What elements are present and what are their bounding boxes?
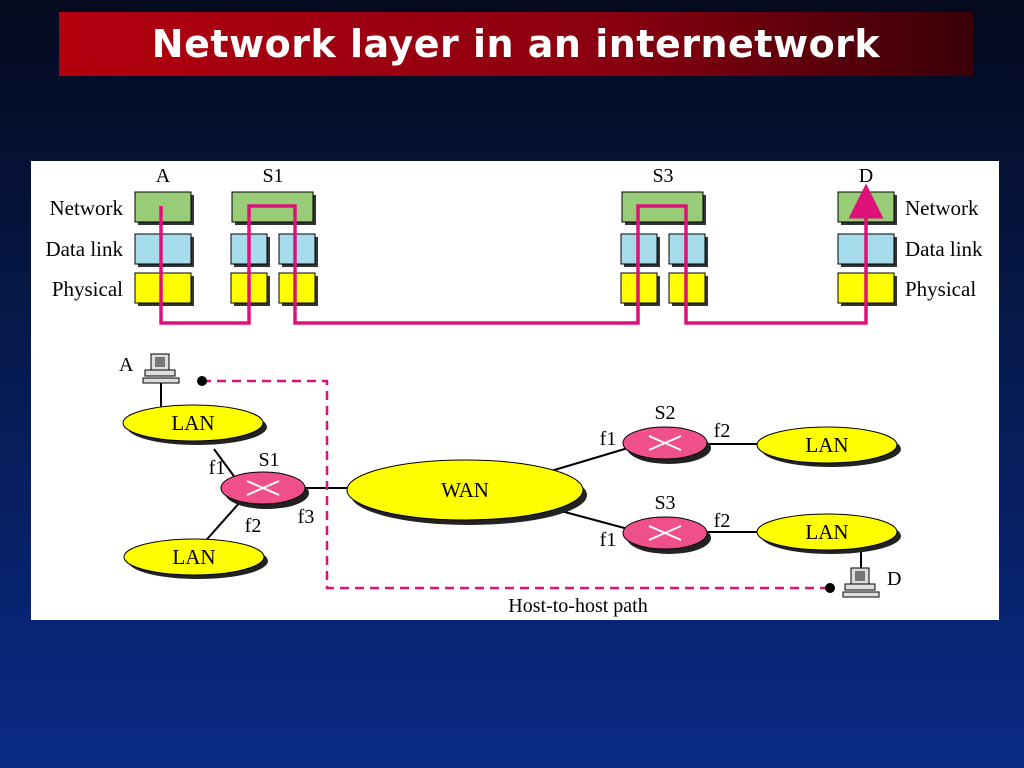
column-s1-label: S1 <box>262 165 283 187</box>
lan-top-left-label: LAN <box>171 411 214 435</box>
diagram-panel: A S1 S3 D Network Data link Physical Net… <box>31 161 999 620</box>
host-a-label: A <box>119 354 134 376</box>
s1-lan-top-link <box>213 448 237 480</box>
lan-right-top: LAN <box>756 426 901 467</box>
lan-bottom-left-label: LAN <box>172 545 215 569</box>
right-physical-label: Physical <box>905 277 976 301</box>
left-physical-label: Physical <box>52 277 123 301</box>
router-s3-label: S3 <box>654 492 675 514</box>
stack-d <box>837 191 897 306</box>
s1-lan-bottom-link <box>200 500 242 547</box>
host-to-host-path-label: Host-to-host path <box>508 595 647 617</box>
router-s2-icon <box>622 426 711 464</box>
router-s2-f2-label: f2 <box>714 420 731 442</box>
lan-right-top-label: LAN <box>805 433 848 457</box>
stack-a-datalink-box <box>134 233 192 265</box>
column-d-label: D <box>859 165 873 187</box>
column-s3-label: S3 <box>652 165 673 187</box>
left-network-label: Network <box>50 196 124 220</box>
layer-path <box>159 183 884 325</box>
stack-s1 <box>230 191 318 306</box>
router-s2-f1-label: f1 <box>600 428 617 450</box>
stack-a <box>134 191 194 306</box>
router-s3-f1-label: f1 <box>600 529 617 551</box>
host-d-computer-icon <box>842 567 880 598</box>
router-s3-icon <box>622 516 711 554</box>
wan-s2-link <box>550 447 629 472</box>
router-s1-f1-label: f1 <box>209 457 226 479</box>
network-diagram: A S1 S3 D Network Data link Physical Net… <box>45 165 983 617</box>
router-s2-label: S2 <box>654 402 675 424</box>
slide-title: Network layer in an internetwork <box>151 22 881 66</box>
left-datalink-label: Data link <box>45 237 123 261</box>
stack-a-physical-box <box>134 272 192 304</box>
right-datalink-label: Data link <box>905 237 983 261</box>
column-a-label: A <box>156 165 171 187</box>
router-s1-f2-label: f2 <box>245 515 262 537</box>
host-a-computer-icon <box>142 353 180 384</box>
router-s1-label: S1 <box>258 449 279 471</box>
lan-bottom-left: LAN <box>123 538 268 579</box>
lan-right-bottom: LAN <box>756 513 901 554</box>
lan-right-bottom-label: LAN <box>805 520 848 544</box>
host-to-host-path <box>202 379 830 590</box>
stack-s3 <box>620 191 708 306</box>
path-start-dot <box>197 376 207 386</box>
title-bar: Network layer in an internetwork <box>59 12 973 76</box>
host-d-label: D <box>887 568 901 590</box>
stack-a-network-box <box>134 191 192 223</box>
stack-s1-datalink-out-box <box>278 233 316 265</box>
path-end-dot <box>825 583 835 593</box>
router-s1-f3-label: f3 <box>298 506 315 528</box>
router-s3-f2-label: f2 <box>714 510 731 532</box>
wan-cloud: WAN <box>346 459 587 525</box>
router-s1-icon <box>220 471 309 509</box>
lan-top-left: LAN <box>122 404 267 445</box>
wan-label: WAN <box>441 478 489 502</box>
stack-s1-physical-out-box <box>278 272 316 304</box>
right-network-label: Network <box>905 196 979 220</box>
wan-s3-link <box>560 510 629 530</box>
